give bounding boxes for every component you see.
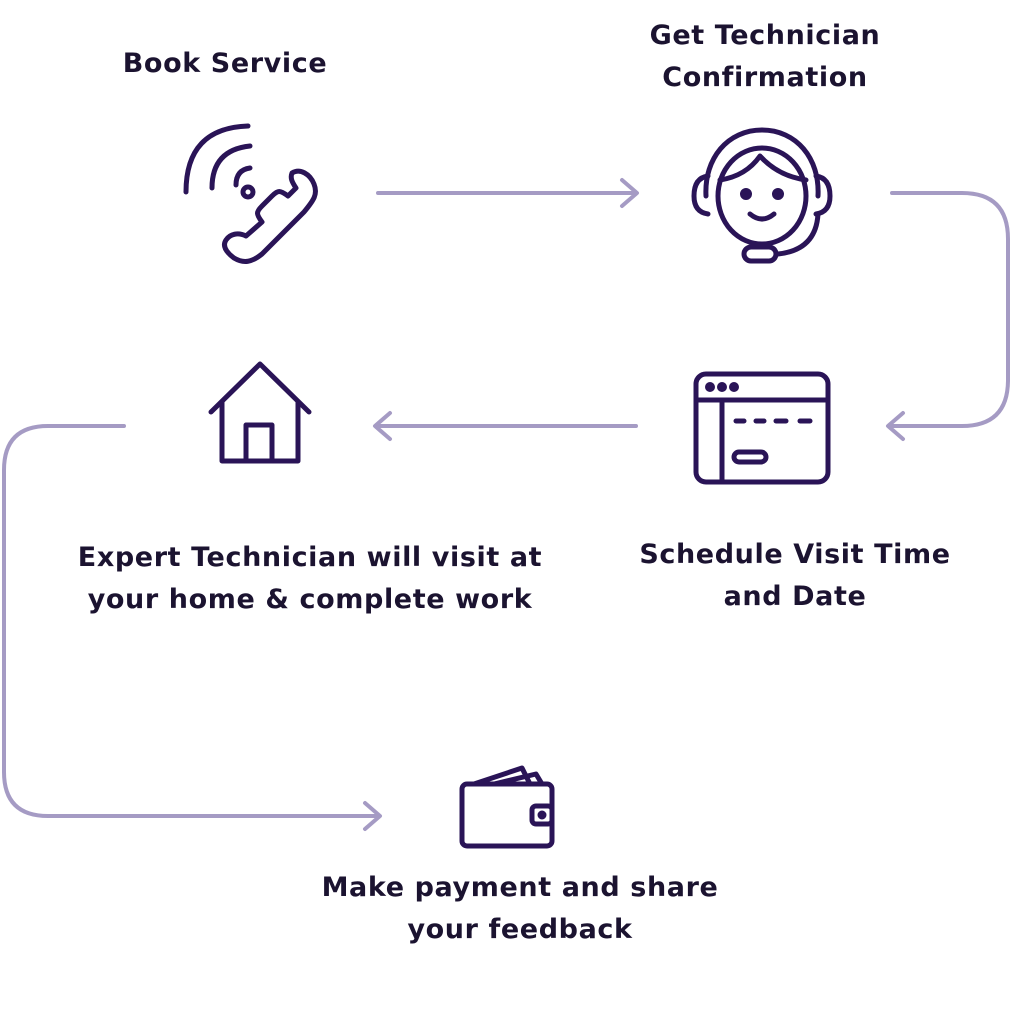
step-label-line: Get Technician [649, 20, 881, 51]
browser-window-icon [693, 371, 831, 485]
step-label-line: Expert Technician will visit at [77, 542, 543, 573]
step-label-schedule-visit: Schedule Visit Time and Date [630, 534, 960, 618]
connectors [2, 178, 1010, 831]
step-label-book-service: Book Service [100, 43, 350, 85]
arrow-confirm-to-schedule [886, 191, 1010, 441]
step-label-line: your home & complete work [87, 584, 533, 615]
step-label-line: your feedback [407, 914, 633, 945]
wallet-icon [459, 765, 555, 849]
step-label-line: Confirmation [662, 62, 868, 93]
step-label-line: Schedule Visit Time [639, 539, 951, 570]
step-label-technician-confirmation: Get Technician Confirmation [600, 15, 930, 99]
step-label-expert-visit: Expert Technician will visit at your hom… [60, 537, 560, 621]
phone-icon [183, 123, 319, 264]
step-label-line: and Date [723, 581, 867, 612]
home-icon [208, 361, 312, 464]
arrow-visit-to-pay [2, 424, 382, 831]
support-agent-icon [691, 127, 833, 264]
step-label-make-payment: Make payment and share your feedback [300, 867, 740, 951]
step-label-line: Make payment and share [321, 872, 719, 903]
step-label-line: Book Service [122, 48, 328, 79]
arrow-book-to-confirm [376, 178, 639, 208]
arrow-schedule-to-visit [373, 411, 638, 441]
